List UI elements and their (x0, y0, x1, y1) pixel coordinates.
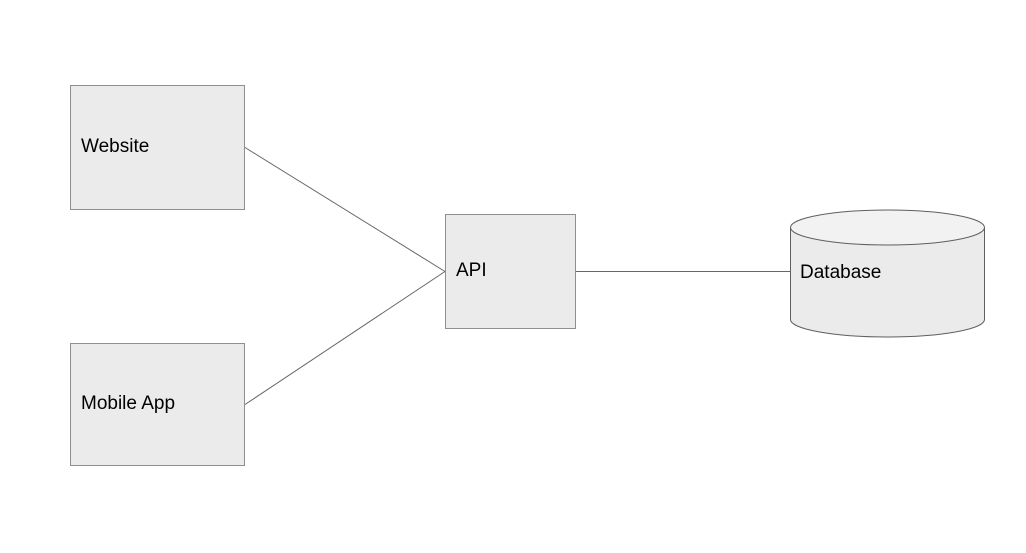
mobile-app-label: Mobile App (81, 393, 176, 415)
edge-mobile-app-to-api (244, 271, 446, 405)
node-website: Website (70, 85, 245, 210)
node-mobile-app: Mobile App (70, 343, 245, 466)
database-cylinder-body (790, 227, 985, 338)
database-cylinder-top (790, 209, 985, 246)
website-label: Website (81, 136, 150, 158)
api-label: API (456, 260, 487, 282)
edge-website-to-api (244, 147, 446, 272)
node-api: API (445, 214, 576, 329)
